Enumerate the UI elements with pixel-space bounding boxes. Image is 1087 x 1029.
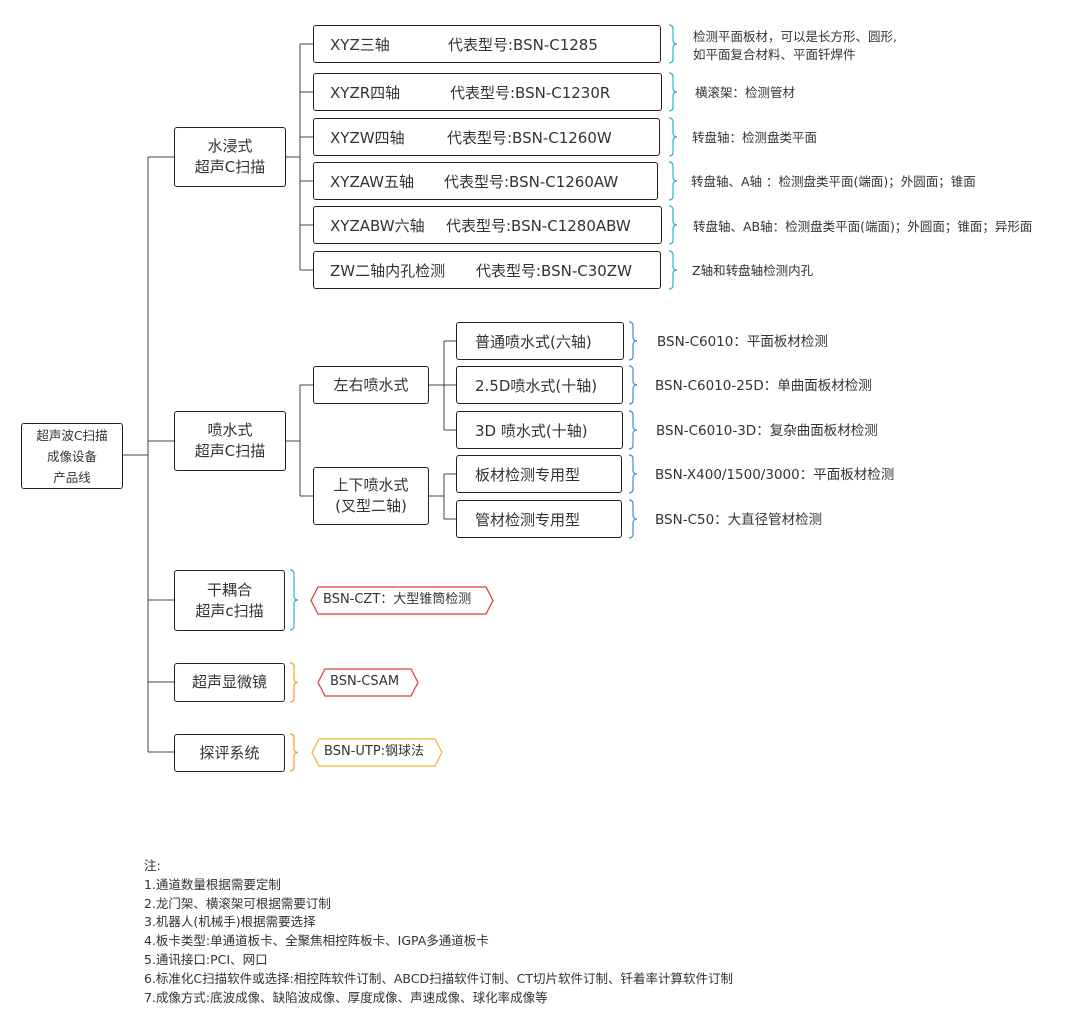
item-model: 代表型号:BSN-C1260W — [447, 128, 612, 147]
immersion-desc: 转盘轴、AB轴：检测盘类平面(端面)；外圆面；锥面；异形面 — [693, 218, 1032, 236]
category-line-1: 干耦合 — [206, 580, 252, 599]
item-label: 3D 喷水式(十轴) — [475, 421, 588, 440]
category-line-1: 喷水式 — [207, 421, 253, 439]
immersion-item: XYZABW六轴 代表型号:BSN-C1280ABW — [313, 206, 662, 244]
brace-icon — [628, 321, 638, 361]
note-item: 1.通道数量根据需要定制 — [144, 876, 281, 892]
brace-icon — [628, 365, 638, 405]
brace-icon — [289, 733, 299, 772]
spray-desc: BSN-X400/1500/3000：平面板材检测 — [655, 467, 895, 483]
note-item: 6.标准化C扫描软件或选择:相控阵软件订制、ABCD扫描软件订制、CT切片软件订… — [144, 970, 733, 986]
desc-line: 转盘轴、AB轴：检测盘类平面(端面)；外圆面；锥面；异形面 — [693, 219, 1033, 234]
item-label: 板材检测专用型 — [475, 465, 581, 484]
desc-line: 横滚架：检测管材 — [695, 85, 796, 100]
note-item: 3.机器人(机械手)根据需要选择 — [144, 914, 316, 930]
category-water-immersion: 水浸式 超声C扫描 — [174, 127, 286, 187]
desc-line: 检测平面板材，可以是长方形、圆形, — [693, 29, 897, 44]
category-line-2: 超声c扫描 — [195, 601, 264, 620]
note-item: 2.龙门架、横滚架可根据需要订制 — [144, 895, 331, 911]
brace-icon — [668, 72, 678, 112]
category-label: 探评系统 — [199, 743, 260, 762]
brace-icon — [289, 569, 299, 631]
immersion-item: XYZW四轴 代表型号:BSN-C1260W — [313, 118, 660, 156]
category-microscope: 超声显微镜 — [174, 663, 285, 702]
category-dry-coupling: 干耦合 超声c扫描 — [174, 570, 285, 631]
brace-icon — [628, 410, 638, 450]
immersion-desc: 检测平面板材，可以是长方形、圆形, 如平面复合材料、平面钎焊件 — [693, 28, 897, 64]
category-water-spray: 喷水式 超声C扫描 — [174, 411, 286, 471]
root-line-1: 超声波C扫描 — [36, 427, 108, 443]
spray-desc: BSN-C6010-3D：复杂曲面板材检测 — [656, 423, 878, 439]
root-line-2: 成像设备 — [46, 448, 97, 464]
root-node: 超声波C扫描 成像设备 产品线 — [21, 423, 123, 489]
item-name: XYZW四轴 — [330, 128, 405, 147]
spray-item: 3D 喷水式(十轴) — [456, 411, 623, 449]
notes-title: 注: — [144, 858, 161, 873]
item-name: XYZ三轴 — [330, 35, 390, 54]
tag-flaw-system: BSN-UTP:钢球法 — [324, 744, 425, 759]
tag-microscope: BSN-CSAM — [330, 674, 400, 689]
notes-section: 注: 1.通道数量根据需要定制 2.龙门架、横滚架可根据需要订制 3.机器人(机… — [144, 857, 733, 1007]
spray-desc: BSN-C6010-25D：单曲面板材检测 — [655, 378, 872, 394]
immersion-desc: 转盘轴、A轴 ：检测盘类平面(端面)；外圆面；锥面 — [691, 173, 976, 191]
note-item: 5.通讯接口:PCI、网口 — [144, 951, 268, 967]
spray-group-left-right: 左右喷水式 — [313, 366, 429, 404]
item-model: 代表型号:BSN-C1260AW — [444, 172, 619, 191]
immersion-item: XYZAW五轴 代表型号:BSN-C1260AW — [313, 162, 658, 200]
spray-item: 板材检测专用型 — [456, 455, 622, 493]
desc-line: Z轴和转盘轴检测内孔 — [692, 263, 814, 278]
category-line-2: 超声C扫描 — [194, 158, 266, 176]
item-name: ZW二轴内孔检测 — [330, 261, 446, 280]
item-model: 代表型号:BSN-C1230R — [450, 83, 611, 102]
item-model: 代表型号:BSN-C1280ABW — [446, 216, 631, 235]
item-model: 代表型号:BSN-C1285 — [448, 35, 598, 54]
brace-icon — [668, 250, 678, 290]
immersion-desc: 横滚架：检测管材 — [695, 84, 795, 102]
immersion-desc: 转盘轴：检测盘类平面 — [692, 129, 817, 147]
spray-item: 2.5D喷水式(十轴) — [456, 366, 623, 404]
category-line-2: 超声C扫描 — [194, 442, 266, 460]
item-label: 普通喷水式(六轴) — [475, 332, 592, 351]
group-line: 左右喷水式 — [333, 375, 409, 394]
immersion-item: XYZ三轴 代表型号:BSN-C1285 — [313, 25, 661, 63]
root-line-3: 产品线 — [53, 469, 91, 485]
spray-item: 管材检测专用型 — [456, 500, 622, 538]
note-item: 7.成像方式:底波成像、缺陷波成像、厚度成像、声速成像、球化率成像等 — [144, 989, 548, 1005]
note-item: 4.板卡类型:单通道板卡、全聚焦相控阵板卡、IGPA多通道板卡 — [144, 933, 489, 949]
desc-line: 转盘轴：检测盘类平面 — [692, 130, 818, 145]
item-name: XYZR四轴 — [330, 83, 401, 102]
tag-outline — [317, 668, 419, 697]
spray-group-up-down: 上下喷水式 (叉型二轴) — [313, 467, 429, 525]
desc-line: 转盘轴、A轴 ：检测盘类平面(端面)；外圆面；锥面 — [691, 174, 976, 189]
item-label: 2.5D喷水式(十轴) — [475, 376, 598, 395]
desc-line: 如平面复合材料、平面钎焊件 — [693, 47, 856, 62]
brace-icon — [628, 454, 638, 494]
category-label: 超声显微镜 — [191, 673, 267, 691]
brace-icon — [668, 161, 678, 201]
spray-desc: BSN-C50：大直径管材检测 — [655, 512, 823, 528]
spray-desc: BSN-C6010：平面板材检测 — [657, 334, 828, 350]
item-label: 管材检测专用型 — [475, 510, 581, 529]
brace-icon — [668, 205, 678, 245]
item-model: 代表型号:BSN-C30ZW — [476, 261, 632, 280]
group-line: (叉型二轴) — [335, 497, 407, 515]
immersion-item: XYZR四轴 代表型号:BSN-C1230R — [313, 73, 662, 111]
item-name: XYZABW六轴 — [330, 216, 425, 235]
category-line-1: 水浸式 — [207, 137, 253, 155]
brace-icon — [628, 499, 638, 539]
brace-icon — [668, 117, 678, 157]
brace-icon — [289, 662, 299, 703]
item-name: XYZAW五轴 — [330, 172, 414, 191]
immersion-item: ZW二轴内孔检测 代表型号:BSN-C30ZW — [313, 251, 661, 289]
brace-icon — [668, 24, 678, 64]
tag-outline — [311, 738, 443, 767]
tag-outline — [310, 586, 494, 615]
immersion-desc: Z轴和转盘轴检测内孔 — [692, 262, 813, 280]
category-flaw-system: 探评系统 — [174, 734, 285, 772]
tag-dry-coupling: BSN-CZT：大型锥筒检测 — [323, 592, 472, 607]
spray-item: 普通喷水式(六轴) — [456, 322, 624, 360]
group-line: 上下喷水式 — [333, 476, 409, 494]
